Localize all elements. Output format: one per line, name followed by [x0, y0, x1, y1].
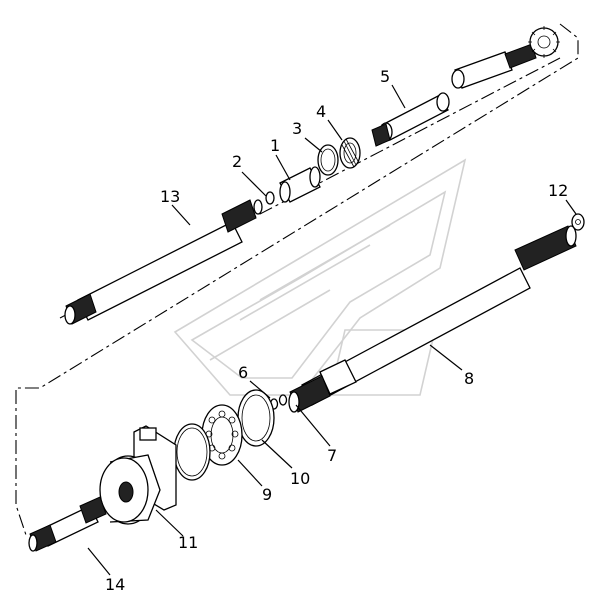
callout-13: 13	[160, 187, 180, 206]
callout-7: 7	[327, 446, 337, 465]
part-9-ball-bearing	[201, 404, 243, 466]
part-10-retaining-ring	[237, 389, 275, 447]
callout-8: 8	[464, 369, 474, 388]
part-1-sleeve	[279, 166, 321, 203]
callout-4: 4	[316, 102, 326, 121]
part-14-stub-shaft	[28, 496, 107, 552]
part-6-snap-ring	[173, 423, 211, 481]
callout-10: 10	[290, 469, 310, 488]
callout-9: 9	[262, 485, 272, 504]
leader-lines	[87, 84, 577, 576]
part-12-washer	[571, 213, 585, 231]
callout-11: 11	[178, 533, 198, 552]
callout-5: 5	[380, 67, 390, 86]
watermark-logo	[173, 158, 467, 396]
part-13-shaft	[64, 199, 263, 325]
callout-2: 2	[232, 152, 242, 171]
part-5-upper-shaft	[371, 26, 560, 147]
part-8-main-shaft	[288, 225, 577, 413]
callout-12: 12	[548, 181, 568, 200]
part-4-needle-bearing	[339, 137, 361, 169]
part-11-bearing-housing	[99, 425, 177, 525]
callout-3: 3	[292, 119, 302, 138]
callout-labels: 1 2 3 4 5 6 7 8 9 10 11 12 13 14	[105, 67, 568, 594]
part-2-o-ring	[265, 191, 275, 205]
part-3-snap-ring	[317, 144, 339, 176]
callout-1: 1	[270, 136, 280, 155]
callout-6: 6	[238, 363, 248, 382]
callout-14: 14	[105, 575, 125, 594]
gear-icon	[528, 26, 560, 58]
